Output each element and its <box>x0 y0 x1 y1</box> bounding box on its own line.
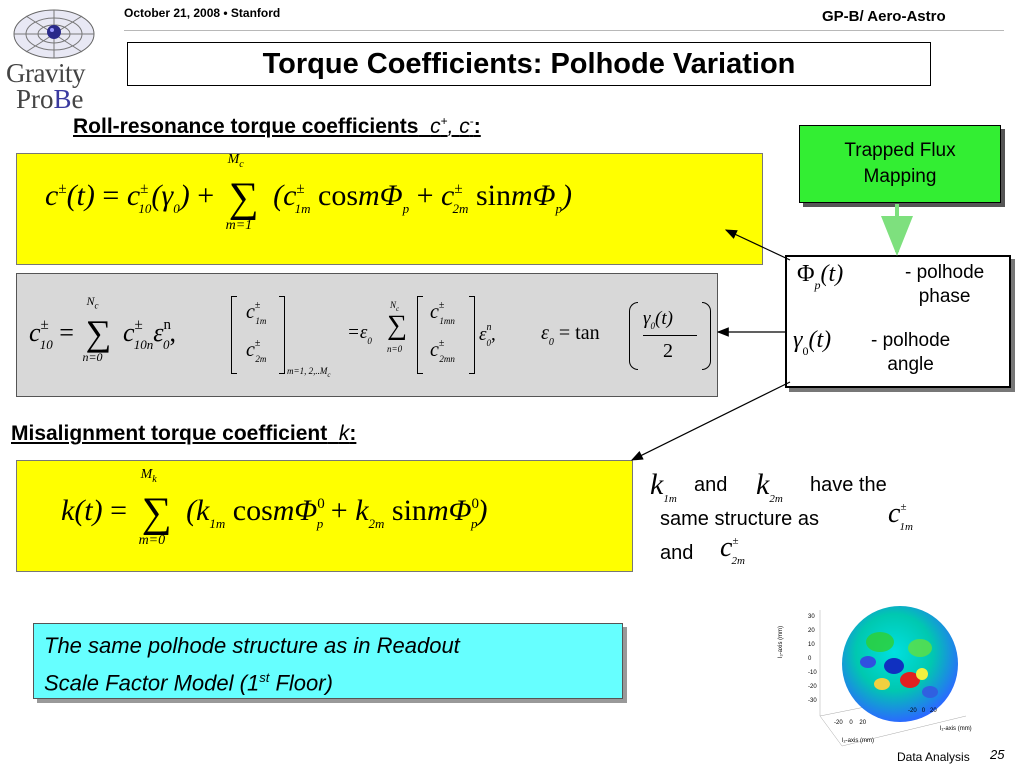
k-structure-note: k1m and k2m have the same structure as c… <box>650 468 913 567</box>
sphere-plot-graphic <box>819 606 967 747</box>
gravity-probe-logo: Gravity ProBe <box>4 4 104 114</box>
sphere-x-axis-label-1: l₁-axis (mm) <box>940 726 972 732</box>
header-divider <box>124 30 1004 31</box>
polhode-angle-symbol: γ0(t) <box>793 327 832 358</box>
sphere-y-axis-label: l₃-axis (mm) <box>778 625 784 658</box>
coefficient-matrix-m: c±1m c±2m <box>231 296 285 374</box>
matrix-subscript: m=1, 2,..Mc <box>287 366 331 379</box>
epsilon-power: εn0, <box>479 322 496 348</box>
polhode-structure-note: The same polhode structure as in Readout… <box>33 623 623 699</box>
coefficient-expansion-box: c±10 = ∑ Nc n=0 c±10nεn0, c±1m c±2m m=1,… <box>16 273 718 397</box>
coefficient-matrix-mn: c±1mn c±2mn <box>417 296 475 374</box>
footer-label: Data Analysis <box>897 750 970 764</box>
arrow-to-eq1 <box>724 229 791 261</box>
roll-coefficient-equation-box: c±(t) = c±10(γ0) + ∑ Mc m=1 (c±1m cosmΦp… <box>16 152 763 265</box>
roll-coefficient-equation: c±(t) = c±10(γ0) + ∑ Mc m=1 (c±1m cosmΦp… <box>45 152 572 233</box>
page-number: 25 <box>990 747 1005 762</box>
sphere-x-axis-label-2: l₂-axis (mm) <box>842 738 874 744</box>
date-location: October 21, 2008 • Stanford <box>124 6 281 20</box>
misalignment-equation: k(t) = ∑ Mk m=0 (k1m cosmΦ0p + k2m sinmΦ… <box>61 467 488 548</box>
polhode-phase-label: - polhode phase <box>905 262 985 307</box>
tan-argument-fraction: γ0(t) 2 <box>629 302 711 372</box>
roll-resonance-heading: Roll-resonance torque coefficients c+, c… <box>73 114 481 138</box>
polhode-angle-label: - polhode angle <box>871 330 951 375</box>
arrow-to-eq3 <box>630 381 791 461</box>
sphere-yticks: 30 20 10 0 -10 -20 -30 <box>808 614 817 704</box>
polhode-definitions-box: Φp(t) - polhode phase γ0(t) - polhode an… <box>785 255 1011 388</box>
gyroscope-sphere-plot: l₃-axis (mm) 30 20 10 0 -10 -20 -30 -20 … <box>778 596 986 756</box>
epsilon-definition: ε0 = tan <box>541 322 600 348</box>
logo-text-line1: Gravity <box>6 58 85 88</box>
sphere-xticks-2: -20 0 20 <box>834 720 867 726</box>
trapped-flux-mapping-button[interactable]: Trapped Flux Mapping <box>799 125 1001 203</box>
sphere-xticks-1: -20 0 20 <box>908 708 937 714</box>
coefficient-expansion-eq-a: c±10 = ∑ Nc n=0 c±10nεn0, <box>29 294 176 364</box>
logo-text-line2: ProBe <box>16 84 84 114</box>
misalignment-equation-box: k(t) = ∑ Mk m=0 (k1m cosmΦ0p + k2m sinmΦ… <box>16 460 633 572</box>
polhode-phase-symbol: Φp(t) <box>797 261 844 292</box>
inner-sum: ∑ Nc n=0 <box>387 300 407 354</box>
logo-web-icon <box>13 9 95 59</box>
organization-label: GP-B/ Aero-Astro <box>822 8 946 25</box>
misalignment-heading: Misalignment torque coefficient k: <box>11 422 357 445</box>
slide-title: Torque Coefficients: Polhode Variation <box>127 42 931 86</box>
coefficient-expansion-eq-b: =ε0 <box>347 322 372 346</box>
